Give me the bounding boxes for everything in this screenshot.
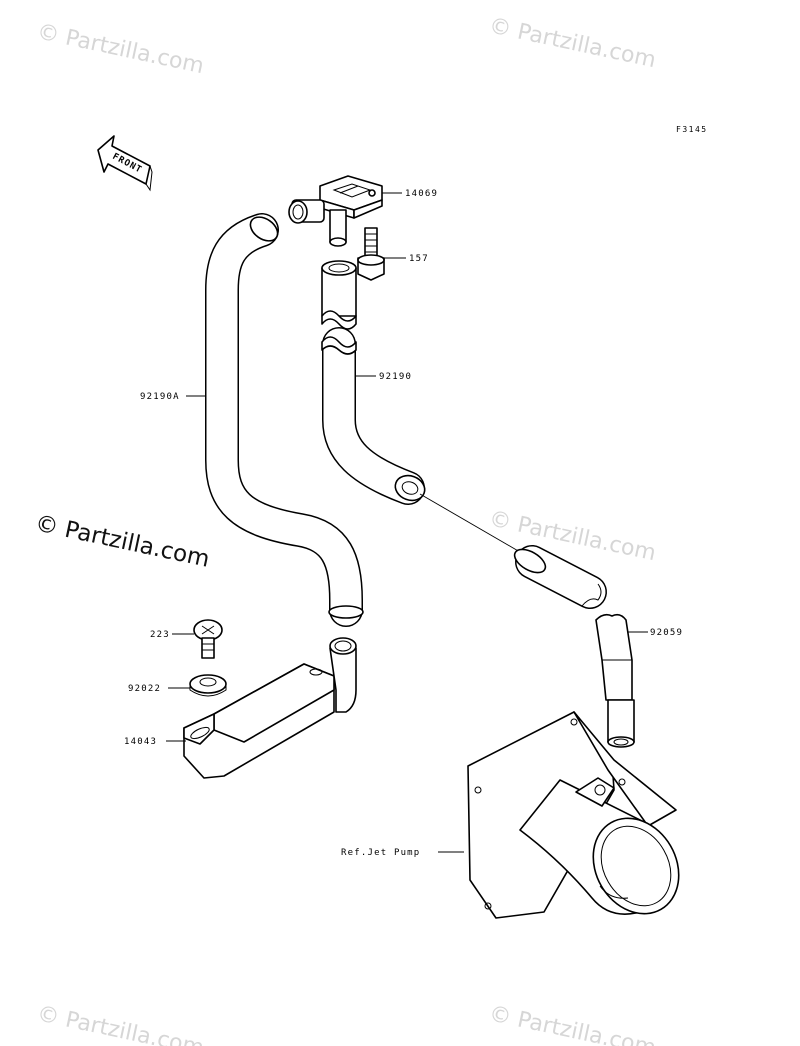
watermark-bottom-right: © Partzilla.com: [487, 1001, 658, 1046]
bolt-157: [357, 227, 385, 281]
watermark-middle-left: © Partzilla.com: [33, 510, 212, 572]
label-14069: 14069: [405, 189, 438, 199]
watermark-top-left: © Partzilla.com: [35, 19, 206, 79]
figure-code: F3145: [676, 125, 708, 134]
jet-pump: [467, 711, 680, 919]
watermark-middle-right: © Partzilla.com: [487, 506, 658, 566]
fitting-14069: [288, 175, 383, 247]
label-223: 223: [150, 630, 170, 640]
label-92190: 92190: [379, 372, 412, 382]
front-arrow-icon: FRONT: [97, 135, 153, 192]
hose-92190: [321, 327, 426, 505]
label-92190A: 92190A: [140, 392, 180, 402]
hose-92059-lower: [595, 613, 635, 748]
label-157: 157: [409, 254, 429, 264]
label-jet-pump: Ref.Jet Pump: [341, 848, 420, 858]
hose-short-segment: [321, 260, 357, 330]
watermark-bottom-left: © Partzilla.com: [35, 1001, 206, 1046]
label-92059: 92059: [650, 628, 683, 638]
hose-92190A: [205, 213, 364, 627]
callouts: 14069 157 92190 92190A 92059 223 92022 1…: [124, 189, 683, 858]
label-92022: 92022: [128, 684, 161, 694]
watermark-top-right: © Partzilla.com: [487, 13, 658, 73]
label-14043: 14043: [124, 737, 157, 747]
screw-223: [193, 619, 223, 659]
connection-line: [419, 493, 521, 553]
bracket-14043: [183, 637, 357, 779]
hose-92059-upper: [513, 545, 607, 609]
washer-92022: [189, 674, 227, 697]
